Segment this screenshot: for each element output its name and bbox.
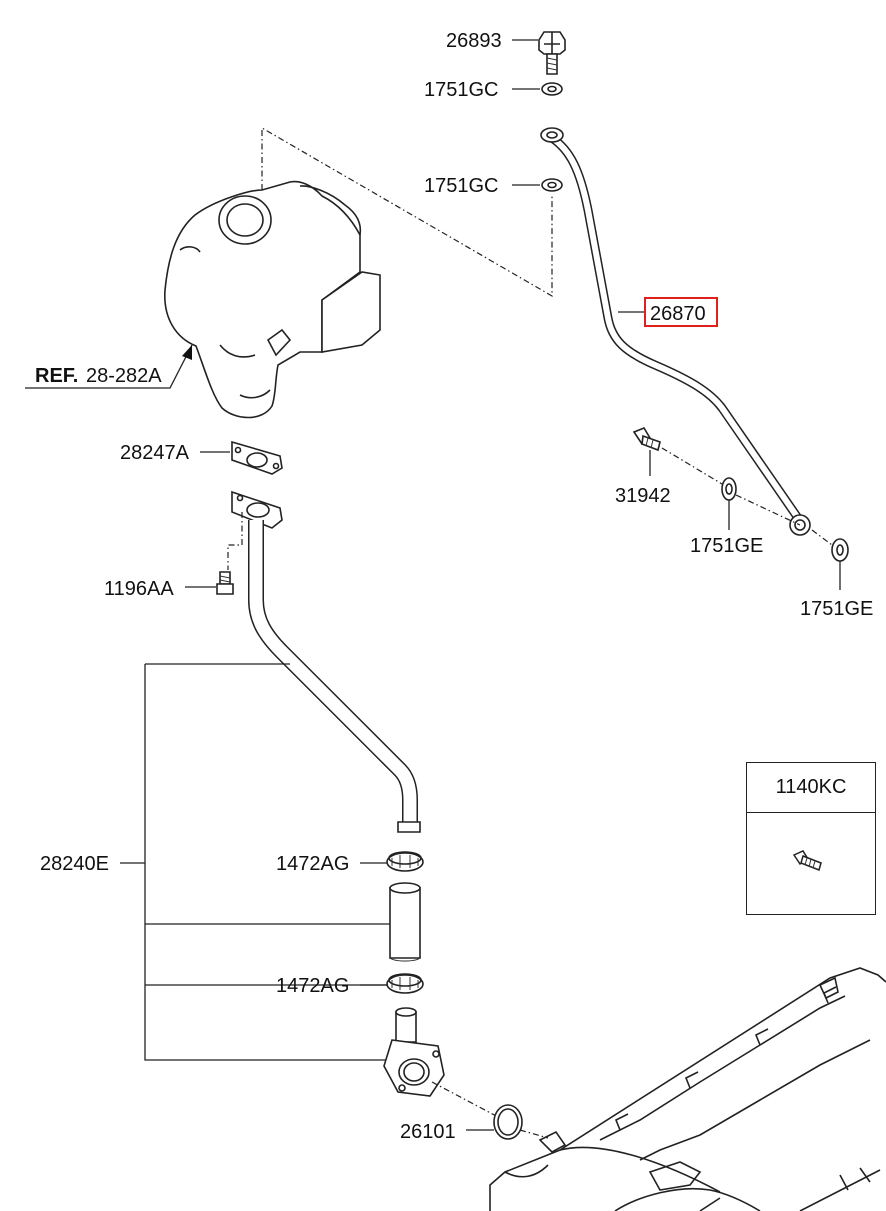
label-1751gc-lower: 1751GC xyxy=(424,175,499,197)
bolt-1196aa-drawing xyxy=(216,571,234,595)
pipe-26870-drawing xyxy=(540,127,811,536)
washer-1751ge-2 xyxy=(831,538,849,562)
label-1472ag-upper: 1472AG xyxy=(276,853,349,875)
label-1751ge-1: 1751GE xyxy=(690,535,763,557)
ref-prefix: REF. xyxy=(35,365,78,387)
label-28247a: 28247A xyxy=(120,442,190,464)
label-1751ge-2: 1751GE xyxy=(800,598,873,620)
ref-number: 28-282A xyxy=(86,365,162,387)
gasket-28247a-drawing xyxy=(231,440,283,475)
inset-part-number: 1140KC xyxy=(747,763,875,813)
turbocharger-drawing xyxy=(164,180,381,419)
label-1196aa: 1196AA xyxy=(104,578,174,600)
washer-1751ge-1 xyxy=(721,477,737,501)
label-26870[interactable]: 26870 xyxy=(650,303,706,325)
bolt-26893-drawing xyxy=(538,31,566,75)
label-26101: 26101 xyxy=(400,1121,456,1143)
engine-block-drawing xyxy=(489,967,886,1211)
hose-drawing xyxy=(389,882,421,962)
block-fitting-drawing xyxy=(383,1007,445,1097)
label-1472ag-lower: 1472AG xyxy=(276,975,349,997)
inset-1140kc: 1140KC xyxy=(746,762,876,915)
clamp-upper-drawing xyxy=(386,851,424,872)
label-28240e: 28240E xyxy=(40,853,109,875)
label-31942: 31942 xyxy=(615,485,671,507)
label-26893: 26893 xyxy=(446,30,502,52)
bracket-28240e xyxy=(144,663,392,1061)
clamp-lower-drawing xyxy=(386,973,424,994)
highlight-box-26870[interactable] xyxy=(644,297,718,327)
return-pipe-drawing xyxy=(231,490,421,833)
bolt-1140kc-icon xyxy=(792,850,822,871)
ref-leader xyxy=(25,344,193,389)
label-1751gc-upper: 1751GC xyxy=(424,79,499,101)
washer-1751gc-lower xyxy=(541,178,563,192)
washer-1751gc-upper xyxy=(541,82,563,96)
ref-line-turbo-top xyxy=(261,126,553,298)
bolt-31942-drawing xyxy=(632,427,661,452)
